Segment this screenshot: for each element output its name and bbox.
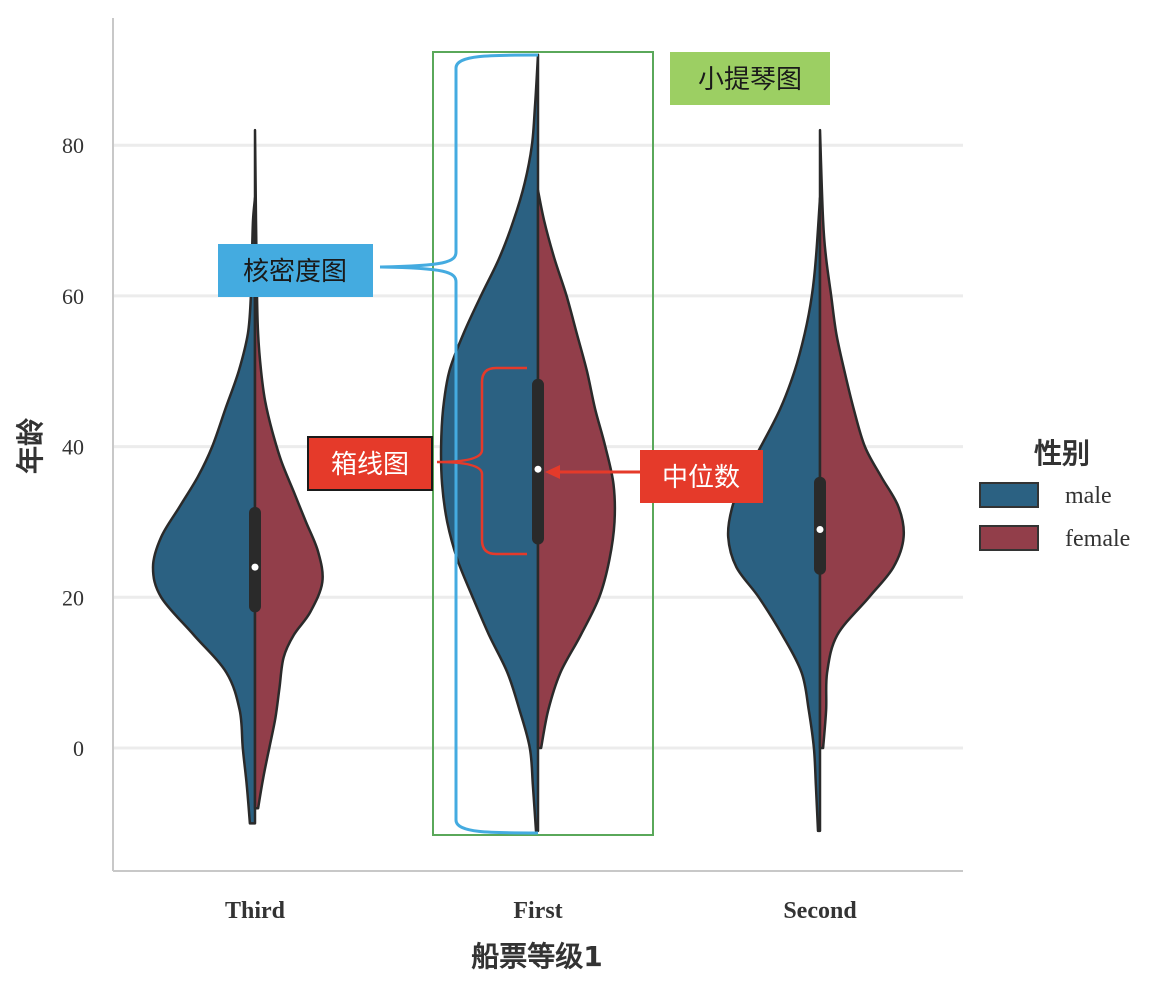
legend-label-male: male (1065, 483, 1112, 509)
violin-label-box (670, 52, 830, 105)
y-tick-label: 60 (62, 284, 84, 309)
annotations: 小提琴图 核密度图 箱线图 中位数 (218, 51, 830, 836)
x-tick-label: Second (783, 898, 857, 924)
x-axis-title: 船票等级1 (471, 940, 602, 973)
legend-swatch-male (979, 482, 1039, 508)
box-iqr-third (249, 506, 261, 613)
axes (112, 18, 963, 872)
violin-female-first (536, 189, 617, 750)
kde-label: 核密度图 (243, 257, 347, 287)
legend-label-female: female (1065, 526, 1130, 552)
legend-swatch-female (979, 525, 1039, 551)
y-axis-title: 年龄 (14, 417, 47, 474)
box-iqr-first (532, 378, 544, 545)
violins (151, 53, 906, 833)
violin-female-second (818, 128, 906, 750)
box-iqr-second (814, 476, 826, 575)
box-median-first (534, 465, 542, 473)
y-tick-labels: 0 20 40 60 80 (62, 133, 84, 761)
box-median-second (816, 525, 824, 533)
y-tick-label: 20 (62, 585, 84, 610)
violin-male-second (726, 196, 822, 833)
box-median-third (251, 563, 259, 571)
y-tick-label: 40 (62, 435, 84, 460)
violin-male-first (439, 53, 540, 833)
box-brace (436, 366, 527, 556)
legend-title: 性别 (1034, 437, 1090, 470)
x-tick-label: Third (225, 898, 286, 924)
violin-female-third (253, 128, 324, 810)
median-arrow-head (545, 465, 560, 479)
box-plots (249, 378, 826, 613)
legend: 性别 male female (979, 437, 1130, 552)
median-label-box (640, 450, 763, 503)
median-label: 中位数 (662, 463, 740, 493)
box-label: 箱线图 (331, 450, 409, 480)
box-label-box (307, 436, 433, 491)
kde-label-box (218, 244, 373, 297)
kde-brace (379, 53, 539, 835)
y-tick-label: 80 (62, 133, 84, 158)
violin-label: 小提琴图 (698, 65, 802, 95)
y-tick-label: 0 (73, 736, 84, 761)
x-tick-label: First (513, 898, 562, 924)
x-tick-labels: Third First Second (225, 898, 857, 924)
